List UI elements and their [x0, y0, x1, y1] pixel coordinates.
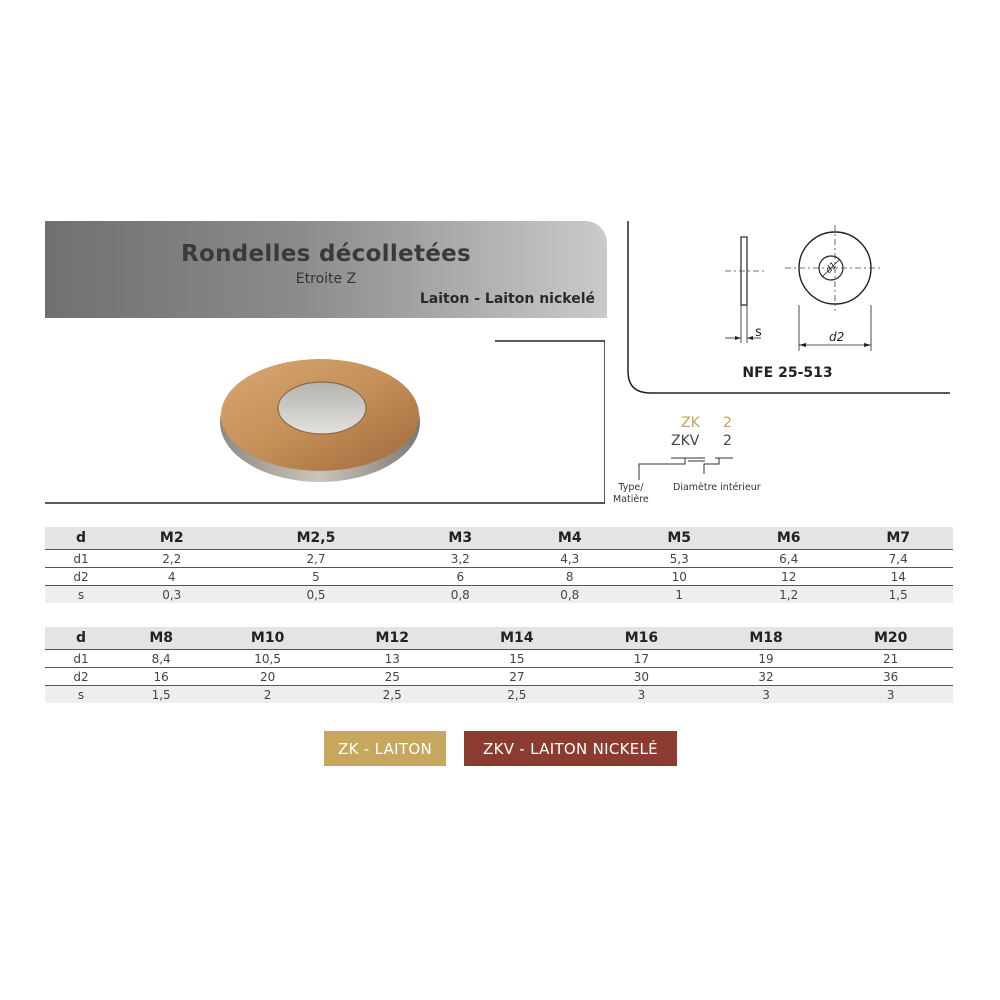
- header-banner: Rondelles décolletées Etroite Z Laiton -…: [45, 221, 607, 318]
- table-cell: 5: [226, 567, 406, 586]
- table-cell: d2: [45, 567, 117, 586]
- table-cell: 1,5: [117, 685, 206, 703]
- table-cell: 3: [828, 685, 953, 703]
- table-cell: 3,2: [405, 549, 515, 568]
- table-cell: 12: [733, 567, 844, 586]
- table-cell: 0,8: [515, 585, 625, 603]
- table-header-cell: M2,5: [226, 527, 406, 550]
- table-row: s 1,5 2 2,5 2,5 3 3 3: [45, 685, 953, 703]
- table-cell: 8: [515, 567, 625, 586]
- table-row: d1 2,2 2,7 3,2 4,3 5,3 6,4 7,4: [45, 549, 953, 568]
- table-header-cell: M14: [454, 627, 580, 650]
- table-header-row: d M8 M10 M12 M14 M16 M18 M20: [45, 627, 953, 650]
- table-cell: 4,3: [515, 549, 625, 568]
- table-cell: 27: [454, 667, 580, 686]
- table-header-cell: M8: [117, 627, 206, 650]
- table-header-cell: M4: [515, 527, 625, 550]
- code-zkv-number: 2: [723, 433, 732, 449]
- table-cell: s: [45, 685, 117, 703]
- product-photo-frame: [45, 340, 606, 505]
- table-cell: d2: [45, 667, 117, 686]
- code-zk-number: 2: [723, 415, 732, 431]
- table-cell: 7,4: [843, 549, 953, 568]
- table-cell: 14: [843, 567, 953, 586]
- legend-zk-brass: ZK - LAITON: [324, 731, 446, 766]
- table-cell: 1,2: [733, 585, 844, 603]
- table-header-cell: M3: [405, 527, 515, 550]
- table-cell: 2,7: [226, 549, 406, 568]
- table-cell: 3: [703, 685, 829, 703]
- reference-code-legend: ZK 2 ZKV 2 Type/ Matière Diamètre intéri…: [605, 410, 825, 510]
- table-cell: 2,5: [454, 685, 580, 703]
- table-header-cell: d: [45, 527, 117, 550]
- table-cell: 6,4: [733, 549, 844, 568]
- reference-brackets: [638, 457, 733, 480]
- table-cell: 16: [117, 667, 206, 686]
- table-cell: 4: [117, 567, 227, 586]
- material-label: Laiton - Laiton nickelé: [419, 291, 595, 307]
- table-row: d2 4 5 6 8 10 12 14: [45, 567, 953, 586]
- code-zkv: ZKV: [671, 433, 700, 449]
- table-cell: 17: [579, 649, 704, 668]
- norm-label: NFE 25-513: [742, 365, 833, 381]
- table-cell: 30: [579, 667, 704, 686]
- table-header-cell: M12: [329, 627, 455, 650]
- table-cell: 1: [624, 585, 734, 603]
- table-header-cell: M16: [579, 627, 704, 650]
- table-cell: 0,5: [226, 585, 406, 603]
- table-header-cell: M7: [843, 527, 953, 550]
- table-cell: 25: [329, 667, 455, 686]
- table-header-cell: d: [45, 627, 117, 650]
- table-cell: 2,2: [117, 549, 227, 568]
- table-cell: 20: [205, 667, 330, 686]
- table-header-row: d M2 M2,5 M3 M4 M5 M6 M7: [45, 527, 953, 550]
- table-cell: 1,5: [843, 585, 953, 603]
- table-header-cell: M2: [117, 527, 227, 550]
- table-cell: 5,3: [624, 549, 734, 568]
- inner-diameter-label: Diamètre intérieur: [673, 482, 761, 493]
- table-cell: d1: [45, 649, 117, 668]
- table-cell: 2,5: [329, 685, 455, 703]
- table-cell: 19: [703, 649, 829, 668]
- washer-photo: [45, 340, 606, 504]
- table-cell: 8,4: [117, 649, 206, 668]
- table-cell: 6: [405, 567, 515, 586]
- table-cell: d1: [45, 549, 117, 568]
- table-cell: 0,8: [405, 585, 515, 603]
- dimension-table-2: d M8 M10 M12 M14 M16 M18 M20 d1 8,4 10,5…: [45, 627, 953, 703]
- table-cell: 36: [828, 667, 953, 686]
- table-header-cell: M18: [703, 627, 829, 650]
- table-header-cell: M20: [828, 627, 953, 650]
- table-header-cell: M10: [205, 627, 330, 650]
- table-cell: 0,3: [117, 585, 227, 603]
- dimension-s-label: s: [755, 325, 762, 340]
- table-row: s 0,3 0,5 0,8 0,8 1 1,2 1,5: [45, 585, 953, 603]
- page-subtitle: Etroite Z: [295, 271, 357, 287]
- table-cell: 3: [579, 685, 704, 703]
- dimension-d2-label: d2: [829, 330, 844, 344]
- table-cell: s: [45, 585, 117, 603]
- dimension-table-1: d M2 M2,5 M3 M4 M5 M6 M7 d1 2,2 2,7 3,2 …: [45, 527, 953, 603]
- table-cell: 2: [205, 685, 330, 703]
- table-row: d2 16 20 25 27 30 32 36: [45, 667, 953, 686]
- table-cell: 32: [703, 667, 829, 686]
- page-title: Rondelles décolletées: [180, 241, 472, 267]
- table-cell: 10,5: [205, 649, 330, 668]
- legend-zkv-nickel-brass: ZKV - LAITON NICKELÉ: [464, 731, 677, 766]
- table-cell: 15: [454, 649, 580, 668]
- table-cell: 21: [828, 649, 953, 668]
- table-header-cell: M5: [624, 527, 734, 550]
- table-header-cell: M6: [733, 527, 844, 550]
- table-row: d1 8,4 10,5 13 15 17 19 21: [45, 649, 953, 668]
- washer-drawing: s d2 d1: [627, 221, 950, 394]
- code-zk: ZK: [681, 415, 700, 431]
- technical-drawing: s d2 d1 NFE 25-513: [625, 221, 950, 396]
- table-cell: 10: [624, 567, 734, 586]
- type-material-label: Type/ Matière: [613, 482, 649, 505]
- table-cell: 13: [329, 649, 455, 668]
